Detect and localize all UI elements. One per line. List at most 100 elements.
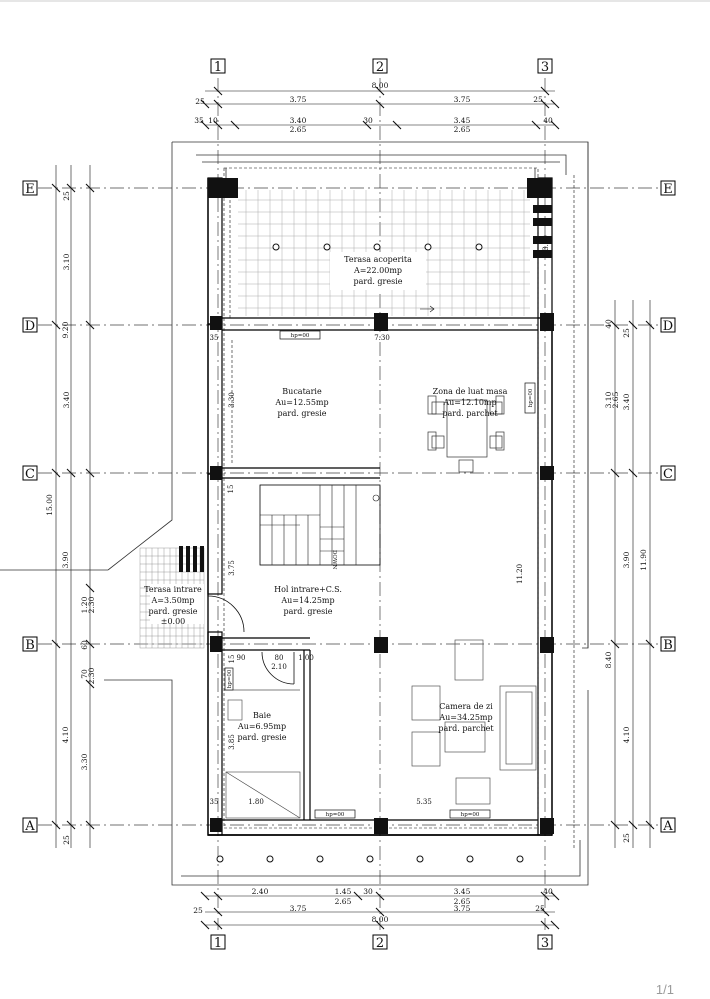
dim-right-840: 8.40 (604, 651, 613, 668)
dim-bot-265b: 2.65 (454, 897, 471, 906)
bathroom-fixtures (225, 699, 301, 819)
room-finish: pard. parchet (442, 409, 498, 418)
page-indicator: 1/1 (655, 982, 674, 997)
room-area: A=22.00mp (353, 266, 402, 275)
dim-bot-40: 40 (543, 887, 553, 896)
room-name: Zona de luat masa (433, 387, 508, 396)
hp-top: hp=00 (291, 333, 310, 339)
room-labels: Terasa acoperita A=22.00mp pard. gresie … (144, 255, 507, 742)
dim-left-410: 4.10 (61, 726, 70, 743)
axis-2-bottom: 2 (376, 936, 384, 951)
dim-right-40: 40 (604, 319, 613, 329)
room-area: Au=12.55mp (274, 398, 328, 407)
dim-bot-25a: 25 (193, 906, 203, 915)
room-finish: pard. gresie (238, 733, 287, 742)
dim-left-330: 3.30 (80, 753, 89, 770)
room-finish: pard. gresie (149, 607, 198, 616)
room-name: Hol intrare+C.S. (274, 585, 342, 594)
dim-right-390: 3.90 (622, 551, 631, 568)
dim-left-230a: 2.30 (87, 596, 96, 613)
dim-left-390: 3.90 (61, 551, 70, 568)
dim-bot-265a: 2.65 (335, 897, 352, 906)
dim-bot-375a: 3.75 (290, 904, 307, 913)
dim-right-410: 4.10 (622, 726, 631, 743)
dim-bot-total: 8.00 (372, 915, 389, 924)
stair-label: DOWN (331, 550, 337, 570)
axis-lines (38, 78, 660, 930)
roof-outline (0, 141, 589, 886)
hp-labels: hp=00 hp=00 hp=00 hp=00 hp=00 (227, 333, 534, 818)
dim-int-90: 90 (237, 654, 246, 662)
dim-top-35: 35 (194, 116, 204, 125)
dim-int-35a: 35 (210, 334, 219, 342)
top-edge (0, 0, 710, 2)
dim-int-375: 3.75 (228, 560, 236, 576)
dim-right-25b: 25 (622, 833, 631, 843)
room-name: Bucatarie (282, 387, 322, 396)
dim-top-345: 3.45 (454, 116, 471, 125)
axis-a-right: A (662, 819, 673, 834)
axis-1-bottom: 1 (214, 936, 222, 951)
dim-left-120: 1.20 (80, 596, 89, 613)
terrace-columns (272, 243, 483, 251)
axis-c-left: C (25, 467, 35, 482)
room-finish: pard. gresie (354, 277, 403, 286)
dim-top-375b: 3.75 (454, 95, 471, 104)
axis-a-left: A (24, 819, 35, 834)
room-entry-terrace: Terasa intrare A=3.50mp pard. gresie ±0.… (144, 585, 202, 626)
dim-top-340: 3.40 (290, 116, 307, 125)
dim-int-390: 3.90 (542, 235, 550, 251)
dim-bot-240: 2.40 (252, 887, 269, 896)
room-kitchen: Bucatarie Au=12.55mp pard. gresie (274, 387, 328, 418)
eave-columns (216, 855, 524, 863)
dim-int-80: 80 (275, 654, 284, 662)
dim-int-35b: 35 (210, 798, 219, 806)
dim-bot-345: 3.45 (454, 887, 471, 896)
dim-right-25a: 25 (622, 328, 631, 338)
dim-int-15b: 15 (228, 655, 236, 664)
dim-int-330: 3.30 (228, 392, 236, 408)
window-markers (224, 330, 536, 819)
dim-int-180: 1.80 (248, 798, 264, 806)
living-furniture (411, 639, 537, 805)
dim-left-60: 60 (80, 640, 89, 650)
room-covered-terrace: Terasa acoperita A=22.00mp pard. gresie (344, 255, 412, 286)
room-dining: Zona de luat masa Au=12.10mp pard. parch… (433, 387, 508, 418)
dim-left-230b: 2.30 (87, 667, 96, 684)
staircase (260, 485, 380, 565)
axis-3-bottom: 3 (541, 936, 549, 951)
axis-d-right: D (663, 319, 673, 334)
dim-top-40: 40 (543, 116, 553, 125)
axis-e-right: E (663, 182, 673, 197)
dimension-texts-vertical: 15.00 9.20 3.90 25 3.10 3.40 1.20 2.30 6… (45, 191, 648, 845)
room-area: Au=6.95mp (237, 722, 286, 731)
hp-bottom-left: hp=00 (326, 812, 345, 818)
room-bathroom: Baie Au=6.95mp pard. gresie (237, 711, 287, 742)
room-area: Au=34.25mp (438, 713, 492, 722)
axis-markers: 1 2 3 1 2 3 E D C B A E D C B A (22, 58, 676, 951)
hp-bottom-right: hp=00 (461, 812, 480, 818)
dim-top-25b: 25 (533, 95, 543, 104)
room-finish: pard. parchet (438, 724, 494, 733)
dim-left-70: 70 (80, 669, 89, 679)
room-name: Baie (253, 711, 271, 720)
dining-furniture (427, 395, 505, 473)
structural-columns (179, 178, 554, 834)
room-name: Camera de zi (439, 702, 493, 711)
dim-int-15: 15 (227, 485, 235, 494)
room-finish: pard. gresie (284, 607, 333, 616)
dim-top-265b: 2.65 (454, 125, 471, 134)
room-area: A=3.50mp (151, 596, 195, 605)
dim-right-340: 3.40 (622, 393, 631, 410)
dim-bot-145: 1.45 (335, 887, 352, 896)
dimension-ticks (51, 86, 655, 930)
level-mark: ±0.00 (161, 617, 186, 626)
dim-right-265: 2.65 (611, 391, 620, 408)
axis-b-right: B (663, 638, 673, 653)
room-living: Camera de zi Au=34.25mp pard. parchet (438, 702, 494, 733)
terrace-label-bg (330, 252, 426, 290)
dim-left-340: 3.40 (62, 391, 71, 408)
dim-left-310: 3.10 (62, 253, 71, 270)
dim-top-375a: 3.75 (290, 95, 307, 104)
dim-left-outer: 15.00 (45, 494, 54, 516)
